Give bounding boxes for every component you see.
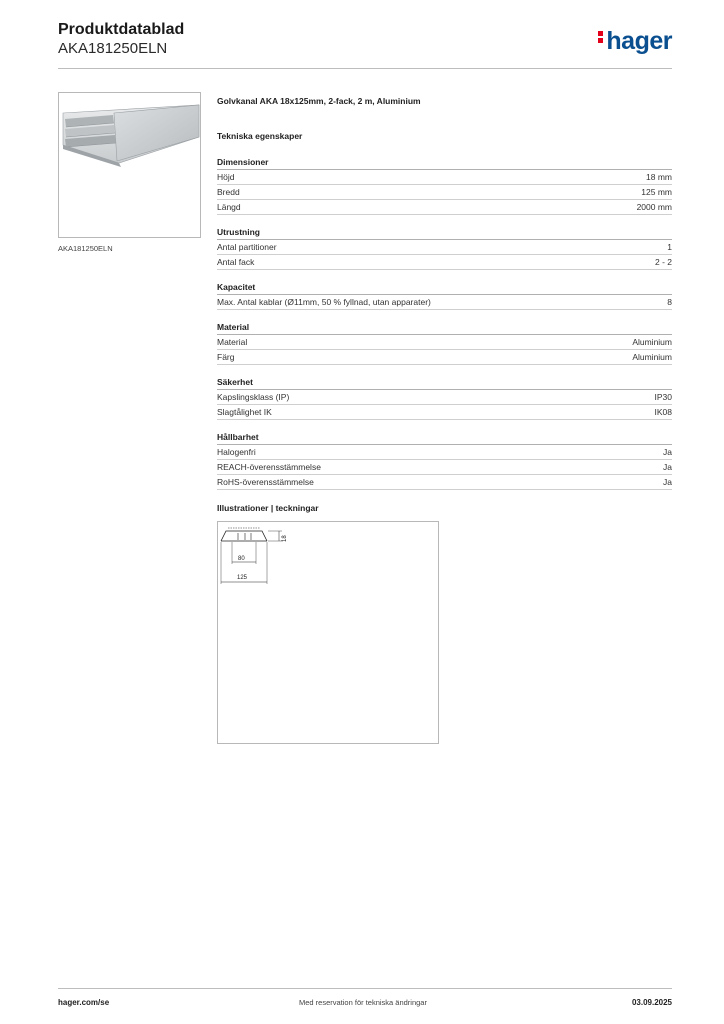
footer-divider [58, 988, 672, 989]
spec-row: Material Aluminium [217, 335, 672, 350]
spec-value: 8 [667, 297, 672, 307]
section-title: Kapacitet [217, 279, 672, 295]
spec-label: Höjd [217, 172, 235, 182]
spec-label: Kapslingsklass (IP) [217, 392, 290, 402]
section-title: Utrustning [217, 224, 672, 240]
spec-row: REACH-överensstämmelse Ja [217, 460, 672, 475]
spec-label: Halogenfri [217, 447, 256, 457]
header-divider [58, 68, 672, 69]
spec-value: Ja [663, 477, 672, 487]
spec-value: 2 - 2 [654, 257, 672, 267]
spec-label: Färg [217, 352, 235, 362]
footer-website[interactable]: hager.com/se [58, 998, 110, 1007]
spec-label: Max. Antal kablar (Ø11mm, 50 % fyllnad, … [217, 297, 431, 307]
spec-row: Bredd 125 mm [217, 185, 672, 200]
spec-value: 2000 mm [636, 202, 672, 212]
spec-row: Max. Antal kablar (Ø11mm, 50 % fyllnad, … [217, 295, 672, 310]
spec-value: IP30 [654, 392, 673, 402]
spec-value: Ja [663, 447, 672, 457]
product-name: Golvkanal AKA 18x125mm, 2-fack, 2 m, Alu… [217, 96, 421, 106]
spec-value: 1 [667, 242, 672, 252]
spec-label: Antal partitioner [217, 242, 277, 252]
logo-dots-icon [598, 29, 604, 45]
dimension-drawing: 18 80 125 [220, 527, 288, 584]
logo-text: hager [606, 27, 672, 55]
spec-row: Höjd 18 mm [217, 170, 672, 185]
product-code: AKA181250ELN [58, 40, 168, 57]
image-caption: AKA181250ELN [58, 244, 113, 253]
spec-value: 18 mm [646, 172, 672, 182]
tech-heading: Tekniska egenskaper [217, 131, 303, 141]
footer-date: 03.09.2025 [631, 998, 672, 1007]
section-title: Dimensioner [217, 154, 672, 170]
outer-width-dimension: 125 [237, 575, 248, 581]
product-image [58, 92, 201, 238]
spec-label: Material [217, 337, 248, 347]
spec-label: Bredd [217, 187, 240, 197]
spec-label: Längd [217, 202, 241, 212]
spec-row: Halogenfri Ja [217, 445, 672, 460]
spec-row: Antal partitioner 1 [217, 240, 672, 255]
illustrations-heading: Illustrationer | teckningar [217, 503, 319, 513]
inner-width-dimension: 80 [238, 556, 245, 562]
spec-row: Slagtålighet IK IK08 [217, 405, 672, 420]
cable-duct-illustration [62, 104, 200, 167]
spec-label: REACH-överensstämmelse [217, 462, 321, 472]
spec-value: Aluminium [632, 352, 672, 362]
spec-value: IK08 [654, 407, 673, 417]
spec-label: Slagtålighet IK [217, 407, 272, 417]
section-title: Hållbarhet [217, 429, 672, 445]
spec-row: Antal fack 2 - 2 [217, 255, 672, 270]
page-title: Produktdatablad [58, 21, 185, 38]
section-title: Säkerhet [217, 374, 672, 390]
hager-logo: hager [598, 27, 672, 56]
technical-drawing: 18 80 125 [217, 521, 439, 744]
spec-row: Kapslingsklass (IP) IP30 [217, 390, 672, 405]
spec-content: Golvkanal AKA 18x125mm, 2-fack, 2 m, Alu… [217, 96, 672, 490]
spec-value: Ja [663, 462, 672, 472]
spec-row: Färg Aluminium [217, 350, 672, 365]
spec-label: Antal fack [217, 257, 255, 267]
footer-note: Med reservation för tekniska ändringar [299, 998, 427, 1007]
section-title: Material [217, 319, 672, 335]
spec-value: 125 mm [641, 187, 672, 197]
height-dimension: 18 [282, 535, 288, 542]
spec-row: Längd 2000 mm [217, 200, 672, 215]
spec-value: Aluminium [632, 337, 672, 347]
spec-row: RoHS-överensstämmelse Ja [217, 475, 672, 490]
spec-label: RoHS-överensstämmelse [217, 477, 314, 487]
